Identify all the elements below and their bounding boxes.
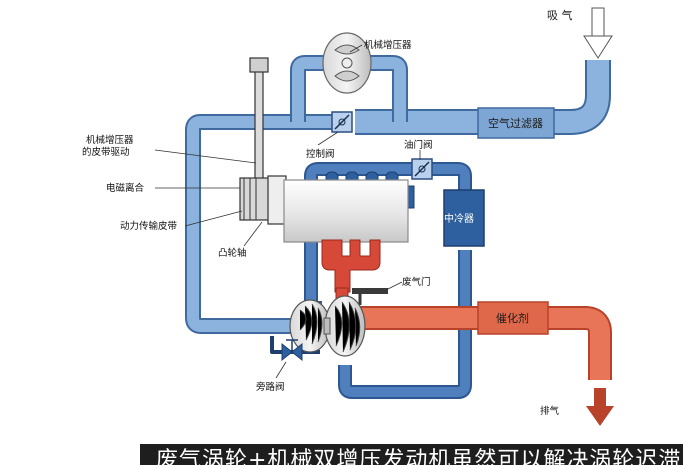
catalyst-label: 催化剂 bbox=[496, 311, 529, 325]
power-belt-label: 动力传输皮带 bbox=[120, 220, 178, 232]
air-filter-label: 空气过滤器 bbox=[488, 116, 543, 130]
control-valve bbox=[331, 111, 353, 133]
caption-bar: 废气涡轮+机械双增压发动机虽然可以解决涡轮迟滞问 bbox=[140, 444, 683, 465]
control-valve-label: 控制阀 bbox=[306, 148, 335, 160]
belt-drive bbox=[239, 57, 287, 225]
wastegate-label: 废气门 bbox=[402, 276, 431, 288]
intake-label: 吸 气 bbox=[547, 8, 573, 22]
supercharger-label: 机械增压器 bbox=[364, 39, 412, 51]
leader-lines bbox=[154, 44, 421, 379]
caption-text: 废气涡轮+机械双增压发动机虽然可以解决涡轮迟滞问 bbox=[156, 448, 683, 465]
exhaust-pipe bbox=[352, 306, 612, 380]
engine-block bbox=[283, 171, 415, 243]
exhaust-manifold bbox=[321, 239, 381, 307]
belt-drive-label: 机械增压器 的皮带驱动 bbox=[82, 134, 137, 158]
catalyst bbox=[477, 301, 549, 335]
throttle-valve-label: 油门阀 bbox=[404, 139, 433, 151]
clutch-label: 电磁离合 bbox=[106, 182, 145, 194]
throttle-valve bbox=[411, 158, 433, 180]
camshaft-label: 凸轮轴 bbox=[218, 247, 247, 259]
bypass-valve-label: 旁路阀 bbox=[256, 381, 285, 393]
intercooler bbox=[443, 189, 485, 247]
exhaust-label: 排气 bbox=[540, 405, 560, 417]
supercharger bbox=[322, 32, 372, 94]
wastegate bbox=[352, 288, 388, 305]
turbocharger bbox=[289, 295, 366, 357]
bypass-valve bbox=[281, 339, 303, 362]
intercooler-label: 中冷器 bbox=[444, 212, 474, 225]
exhaust-arrow bbox=[586, 388, 614, 426]
belt-drive-label-line1: 机械增压器 bbox=[86, 134, 134, 146]
air-filter bbox=[477, 107, 555, 139]
belt-drive-label-line2: 的皮带驱动 bbox=[82, 146, 130, 158]
intake-arrow bbox=[583, 7, 613, 59]
